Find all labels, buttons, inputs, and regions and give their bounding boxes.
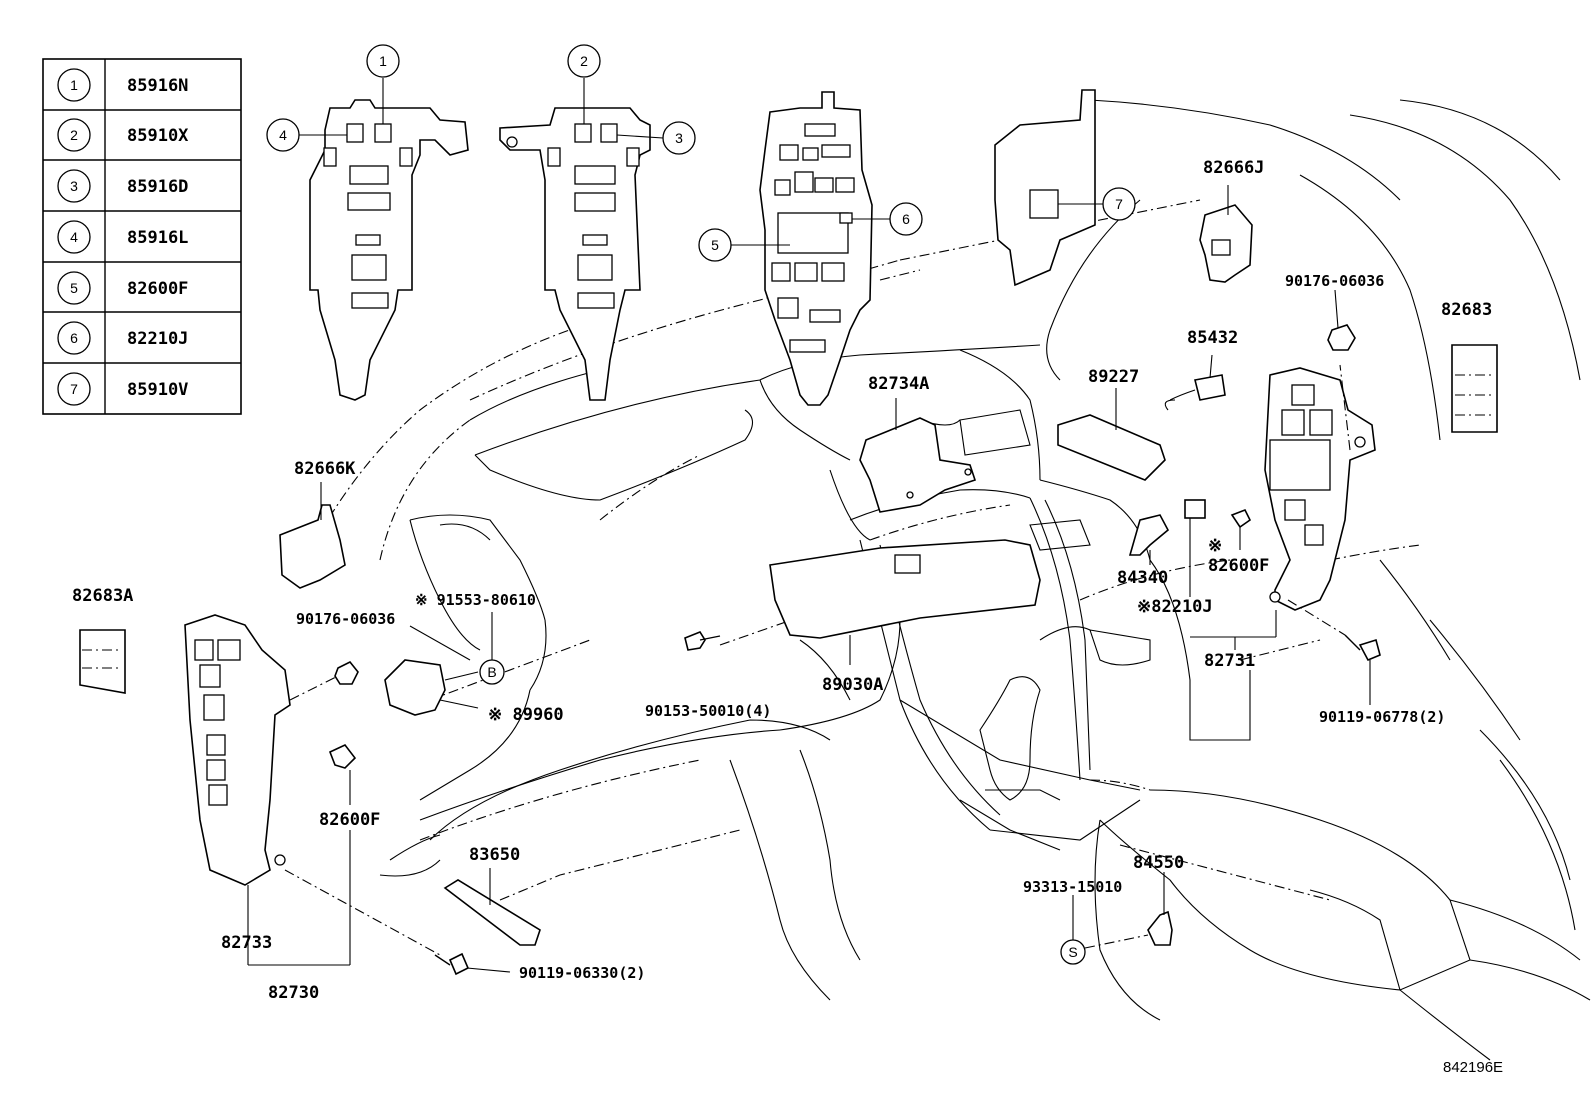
label-82600F-left: 82600F	[319, 810, 380, 830]
relay-panel-85910V	[994, 89, 1096, 287]
label-82733: 82733	[221, 933, 272, 953]
label-90119-06330: 90119-06330(2)	[519, 964, 645, 982]
junction-block-85916N	[309, 99, 469, 401]
label-82683: 82683	[1441, 300, 1492, 320]
dashboard-outline	[299, 99, 1591, 1061]
legend-part: 82600F	[127, 279, 188, 299]
part-90176-nut-right	[1327, 324, 1356, 351]
legend-row-3: 3 85916D	[57, 169, 188, 203]
callout-B: B	[487, 664, 496, 680]
legend-row-4: 4 85916L	[57, 220, 188, 254]
label-82734A: 82734A	[868, 374, 929, 394]
label-90119-06778: 90119-06778(2)	[1319, 708, 1445, 726]
part-89227-module	[1057, 414, 1166, 481]
label-90153-50010: 90153-50010(4)	[645, 702, 771, 720]
label-91553-80610: ※ 91553-80610	[415, 591, 536, 609]
part-82600F-clip-right	[1230, 508, 1252, 529]
junction-block-82600F	[759, 91, 873, 406]
label-89227: 89227	[1088, 367, 1139, 387]
legend-row-6: 6 82210J	[57, 321, 188, 355]
part-bolts	[434, 631, 1381, 976]
part-labels: 82666J 90176-06036 82683 85432 89227 827…	[72, 158, 1492, 1003]
label-84340: 84340	[1117, 568, 1168, 588]
label-84550: 84550	[1133, 853, 1184, 873]
label-90176-06036-left: 90176-06036	[296, 610, 395, 628]
part-90176-nut-left	[334, 660, 359, 685]
legend-num: 5	[70, 280, 78, 296]
part-83650-cylinder	[443, 879, 541, 946]
part-82666K-relay	[279, 504, 346, 589]
label-85432: 85432	[1187, 328, 1238, 348]
part-82210J-relay	[1184, 499, 1206, 519]
legend-row-7: 7 85910V	[57, 372, 188, 406]
legend-num: 1	[70, 77, 78, 93]
legend-part: 85916L	[127, 228, 188, 248]
part-82666J-shape	[1199, 204, 1253, 283]
label-93313-15010: 93313-15010	[1023, 878, 1122, 896]
label-89030A: 89030A	[822, 675, 883, 695]
callout-2: 2	[580, 53, 588, 69]
legend-row-5: 5 82600F	[57, 271, 188, 305]
part-84550-switch	[1147, 910, 1173, 946]
label-82600F-right: 82600F	[1208, 556, 1269, 576]
legend-num: 4	[70, 229, 78, 245]
callout-4: 4	[279, 127, 287, 143]
legend-part: 85916N	[127, 76, 188, 96]
part-89960-sensor	[384, 659, 446, 716]
legend-part: 85910X	[127, 126, 189, 146]
callout-S: S	[1068, 944, 1077, 960]
legend-num: 2	[70, 127, 78, 143]
label-82730: 82730	[268, 983, 319, 1003]
part-82683-label-plate	[1451, 344, 1498, 433]
label-82666J: 82666J	[1203, 158, 1264, 178]
legend-num: 7	[70, 381, 78, 397]
callout-5: 5	[711, 237, 719, 253]
legend-row-2: 2 85910X	[57, 118, 189, 152]
label-82683A: 82683A	[72, 586, 133, 606]
legend-part: 85916D	[127, 177, 188, 197]
junction-block-85910X	[499, 107, 651, 401]
callout-circles: 1 4 2 3 6 5 7 B S	[266, 44, 1136, 965]
leader-lines	[247, 78, 1371, 973]
label-83650: 83650	[469, 845, 520, 865]
label-asterisk-mark: ※	[1208, 536, 1222, 556]
callout-6: 6	[902, 211, 910, 227]
figure-code: 842196E	[1443, 1059, 1503, 1076]
part-82734A-bracket	[859, 417, 977, 513]
part-85432-shape	[1164, 374, 1226, 411]
parts-legend-table: 1 85916N 2 85910X 3 85916D 4 85916L 5 82…	[42, 58, 242, 415]
label-82210J: ※82210J	[1137, 597, 1213, 617]
label-89960: ※ 89960	[488, 705, 564, 725]
legend-num: 6	[70, 330, 78, 346]
part-82683A-label-plate	[79, 629, 126, 694]
legend-part: 85910V	[127, 380, 188, 400]
callout-3: 3	[675, 130, 683, 146]
label-82666K: 82666K	[294, 459, 356, 479]
part-89030A-module	[769, 539, 1041, 639]
part-left-junction-block	[184, 614, 291, 886]
legend-part: 82210J	[127, 329, 188, 349]
part-84340-switch	[1128, 514, 1170, 556]
label-90176-06036-right: 90176-06036	[1285, 272, 1384, 290]
legend-num: 3	[70, 178, 78, 194]
label-82731: 82731	[1204, 651, 1255, 671]
callout-1: 1	[379, 53, 387, 69]
legend-row-1: 1 85916N	[57, 68, 188, 102]
part-right-junction-block	[1264, 367, 1376, 611]
callout-7: 7	[1115, 196, 1123, 212]
part-82600F-clip-left	[328, 744, 357, 769]
